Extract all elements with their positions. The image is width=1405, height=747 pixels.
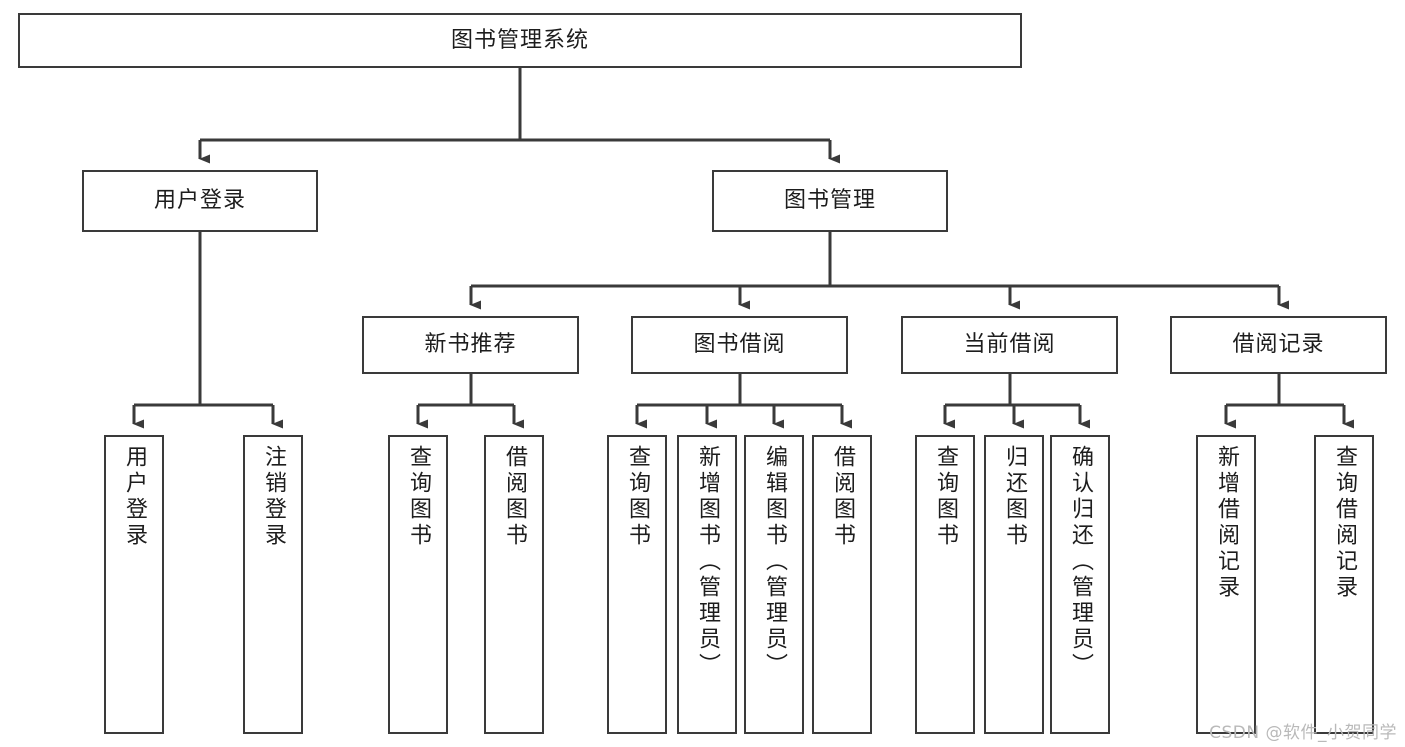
node-leaf-query-book-3[interactable]: 查询图书 — [915, 435, 975, 734]
node-label: 新增图书（管理员） — [695, 445, 720, 679]
node-label: 借阅记录 — [1232, 332, 1325, 358]
node-borrow-rec[interactable]: 借阅记录 — [1170, 316, 1387, 374]
node-label: 用户登录 — [122, 445, 147, 549]
node-label: 新书推荐 — [424, 332, 517, 358]
node-leaf-add-book[interactable]: 新增图书（管理员） — [677, 435, 737, 734]
node-label: 用户登录 — [153, 188, 246, 214]
node-label: 新增借阅记录 — [1214, 445, 1239, 601]
node-new-book-rec[interactable]: 新书推荐 — [362, 316, 579, 374]
watermark-text: CSDN @软件_小贺同学 — [1209, 723, 1397, 743]
node-label: 图书管理 — [783, 188, 876, 214]
node-label: 查询借阅记录 — [1332, 445, 1357, 601]
node-leaf-return-book[interactable]: 归还图书 — [984, 435, 1044, 734]
node-leaf-edit-book[interactable]: 编辑图书（管理员） — [744, 435, 804, 734]
node-label: 查询图书 — [625, 445, 650, 549]
node-leaf-logout[interactable]: 注销登录 — [243, 435, 303, 734]
node-cur-borrow[interactable]: 当前借阅 — [901, 316, 1118, 374]
node-leaf-user-login[interactable]: 用户登录 — [104, 435, 164, 734]
node-leaf-add-record[interactable]: 新增借阅记录 — [1196, 435, 1256, 734]
node-leaf-confirm-ret[interactable]: 确认归还（管理员） — [1050, 435, 1110, 734]
node-label: 查询图书 — [406, 445, 431, 549]
node-leaf-borrow-book-1[interactable]: 借阅图书 — [484, 435, 544, 734]
node-label: 确认归还（管理员） — [1068, 445, 1093, 679]
node-label: 图书管理系统 — [450, 27, 589, 53]
node-label: 注销登录 — [261, 445, 286, 549]
node-leaf-query-book-1[interactable]: 查询图书 — [388, 435, 448, 734]
node-leaf-query-book-2[interactable]: 查询图书 — [607, 435, 667, 734]
node-label: 借阅图书 — [502, 445, 527, 549]
node-label: 归还图书 — [1002, 445, 1027, 549]
node-book-mgmt[interactable]: 图书管理 — [712, 170, 948, 232]
node-leaf-query-record[interactable]: 查询借阅记录 — [1314, 435, 1374, 734]
node-label: 编辑图书（管理员） — [762, 445, 787, 679]
node-user-login[interactable]: 用户登录 — [82, 170, 318, 232]
node-label: 借阅图书 — [830, 445, 855, 549]
node-book-borrow[interactable]: 图书借阅 — [631, 316, 848, 374]
node-leaf-borrow-book-2[interactable]: 借阅图书 — [812, 435, 872, 734]
node-root[interactable]: 图书管理系统 — [18, 13, 1022, 68]
node-label: 图书借阅 — [693, 332, 786, 358]
node-label: 查询图书 — [933, 445, 958, 549]
node-label: 当前借阅 — [963, 332, 1056, 358]
